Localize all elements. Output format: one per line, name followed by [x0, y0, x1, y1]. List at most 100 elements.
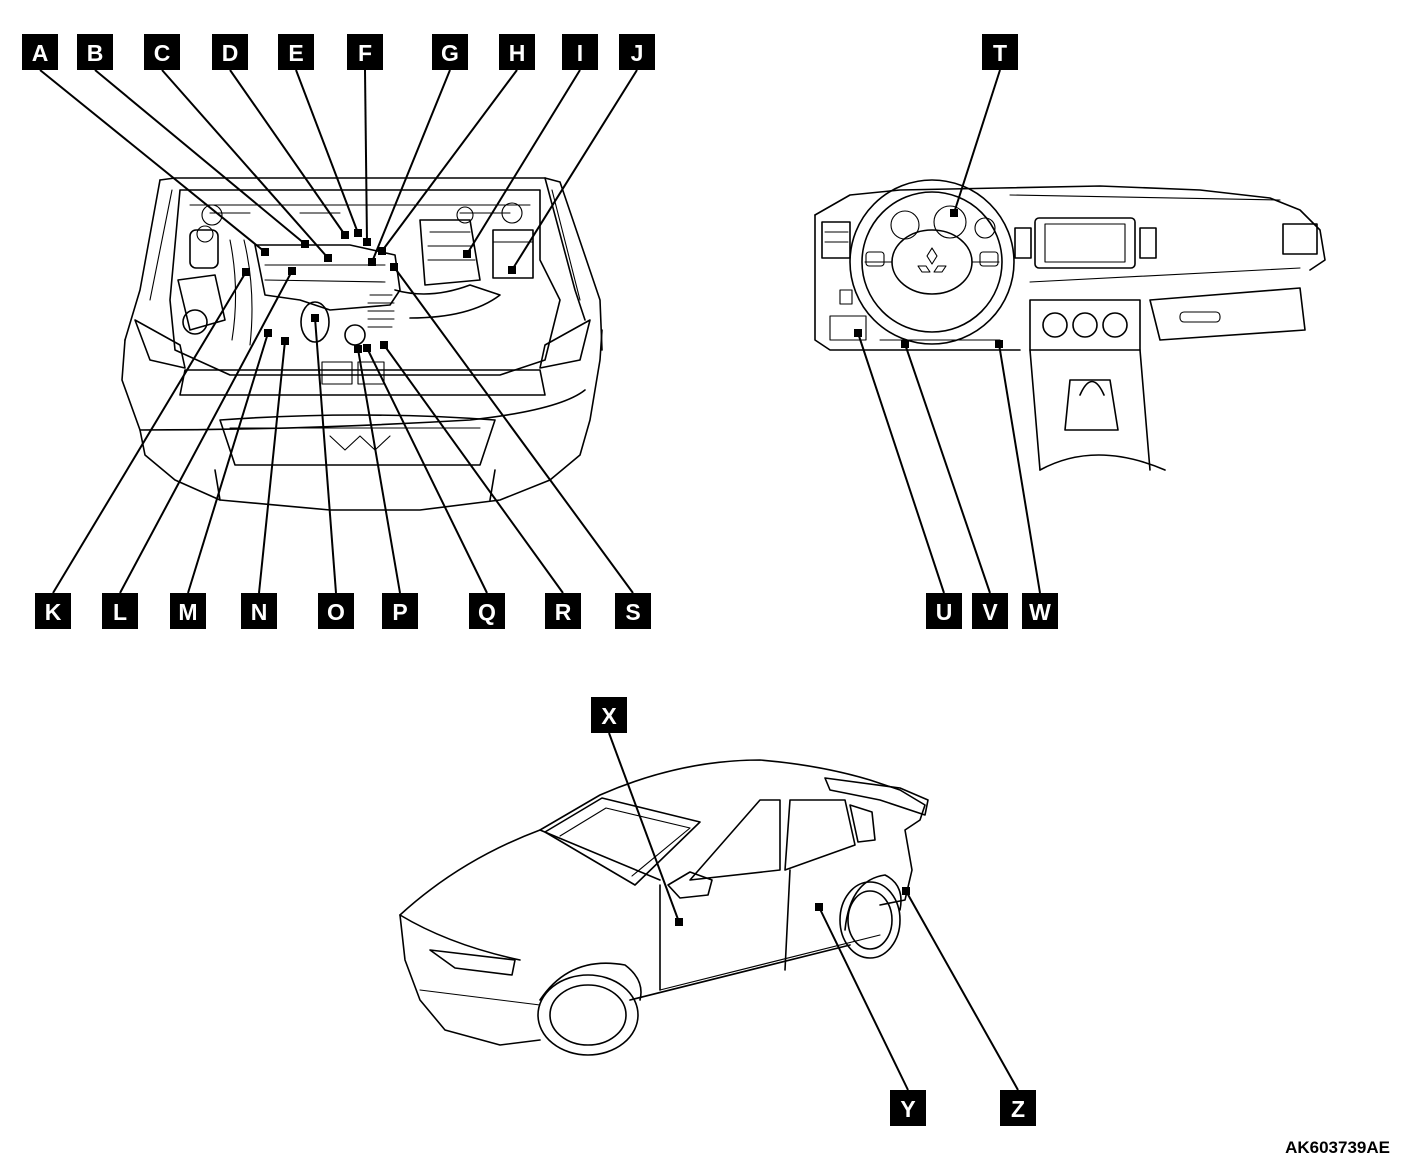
leader-l — [119, 270, 293, 594]
callout-o: O — [318, 593, 354, 629]
callout-y: Y — [890, 1090, 926, 1126]
svg-text:V: V — [982, 599, 998, 625]
leader-o — [314, 317, 337, 594]
callout-n: N — [241, 593, 277, 629]
marker-h — [378, 247, 386, 255]
callout-u: U — [926, 593, 962, 629]
callout-b: B — [77, 34, 113, 70]
marker-b — [301, 240, 309, 248]
callout-p: P — [382, 593, 418, 629]
marker-z — [902, 887, 910, 895]
leader-f — [364, 69, 368, 243]
svg-text:N: N — [251, 599, 268, 625]
leader-m — [187, 332, 269, 594]
leader-r — [383, 344, 564, 594]
leader-h — [381, 69, 518, 252]
svg-text:M: M — [178, 599, 197, 625]
leader-a — [39, 69, 266, 253]
svg-text:T: T — [993, 40, 1007, 66]
svg-text:X: X — [601, 703, 617, 729]
callout-e: E — [278, 34, 314, 70]
marker-v — [901, 340, 909, 348]
svg-text:L: L — [113, 599, 127, 625]
leader-u — [857, 332, 945, 594]
leader-z — [905, 890, 1019, 1091]
marker-p — [354, 345, 362, 353]
callout-x: X — [591, 697, 627, 733]
marker-o — [311, 314, 319, 322]
marker-t — [950, 209, 958, 217]
marker-r — [380, 341, 388, 349]
callout-d: D — [212, 34, 248, 70]
callout-z: Z — [1000, 1090, 1036, 1126]
marker-q — [363, 344, 371, 352]
svg-text:Q: Q — [478, 599, 496, 625]
marker-k — [242, 268, 250, 276]
marker-s — [390, 263, 398, 271]
callout-q: Q — [469, 593, 505, 629]
leader-e — [295, 69, 359, 234]
callout-f: F — [347, 34, 383, 70]
marker-f — [363, 238, 371, 246]
leader-k — [52, 271, 247, 594]
svg-text:A: A — [32, 40, 49, 66]
callout-m: M — [170, 593, 206, 629]
leader-j — [511, 69, 638, 271]
marker-u — [854, 329, 862, 337]
marker-y — [815, 903, 823, 911]
engine-compartment-illustration — [121, 177, 603, 511]
marker-i — [463, 250, 471, 258]
marker-g — [368, 258, 376, 266]
figure-code: AK603739AE — [1285, 1138, 1390, 1157]
marker-j — [508, 266, 516, 274]
vehicle-exterior-illustration — [399, 759, 929, 1056]
leader-w — [998, 343, 1041, 594]
callout-s: S — [615, 593, 651, 629]
callout-v: V — [972, 593, 1008, 629]
svg-text:D: D — [222, 40, 239, 66]
leader-lines — [39, 69, 1041, 1091]
svg-text:P: P — [392, 599, 407, 625]
callout-g: G — [432, 34, 468, 70]
component-markers — [242, 209, 1003, 926]
leader-d — [229, 69, 346, 236]
callout-labels: A B C D E F G H I J K L M N O P Q R S T … — [22, 34, 1058, 1126]
svg-text:Z: Z — [1011, 1096, 1025, 1122]
callout-i: I — [562, 34, 598, 70]
svg-text:J: J — [631, 40, 644, 66]
callout-r: R — [545, 593, 581, 629]
leader-t — [953, 69, 1001, 214]
marker-x — [675, 918, 683, 926]
svg-text:E: E — [288, 40, 303, 66]
callout-w: W — [1022, 593, 1058, 629]
leader-c — [161, 69, 329, 259]
leader-x — [608, 732, 680, 923]
leader-g — [371, 69, 451, 263]
leader-n — [258, 340, 286, 594]
leader-b — [94, 69, 306, 245]
svg-text:G: G — [441, 40, 459, 66]
svg-text:R: R — [555, 599, 572, 625]
marker-e — [354, 229, 362, 237]
callout-j: J — [619, 34, 655, 70]
leader-q — [366, 347, 488, 594]
leader-y — [818, 906, 909, 1091]
svg-text:B: B — [87, 40, 104, 66]
svg-text:C: C — [154, 40, 171, 66]
leader-i — [466, 69, 581, 255]
callout-a: A — [22, 34, 58, 70]
instrument-panel-illustration — [814, 179, 1326, 471]
callout-k: K — [35, 593, 71, 629]
svg-text:W: W — [1029, 599, 1051, 625]
callout-l: L — [102, 593, 138, 629]
marker-w — [995, 340, 1003, 348]
svg-text:S: S — [625, 599, 640, 625]
callout-t: T — [982, 34, 1018, 70]
marker-c — [324, 254, 332, 262]
callout-c: C — [144, 34, 180, 70]
leader-v — [904, 343, 991, 594]
marker-a — [261, 248, 269, 256]
callout-h: H — [499, 34, 535, 70]
svg-text:U: U — [936, 599, 953, 625]
